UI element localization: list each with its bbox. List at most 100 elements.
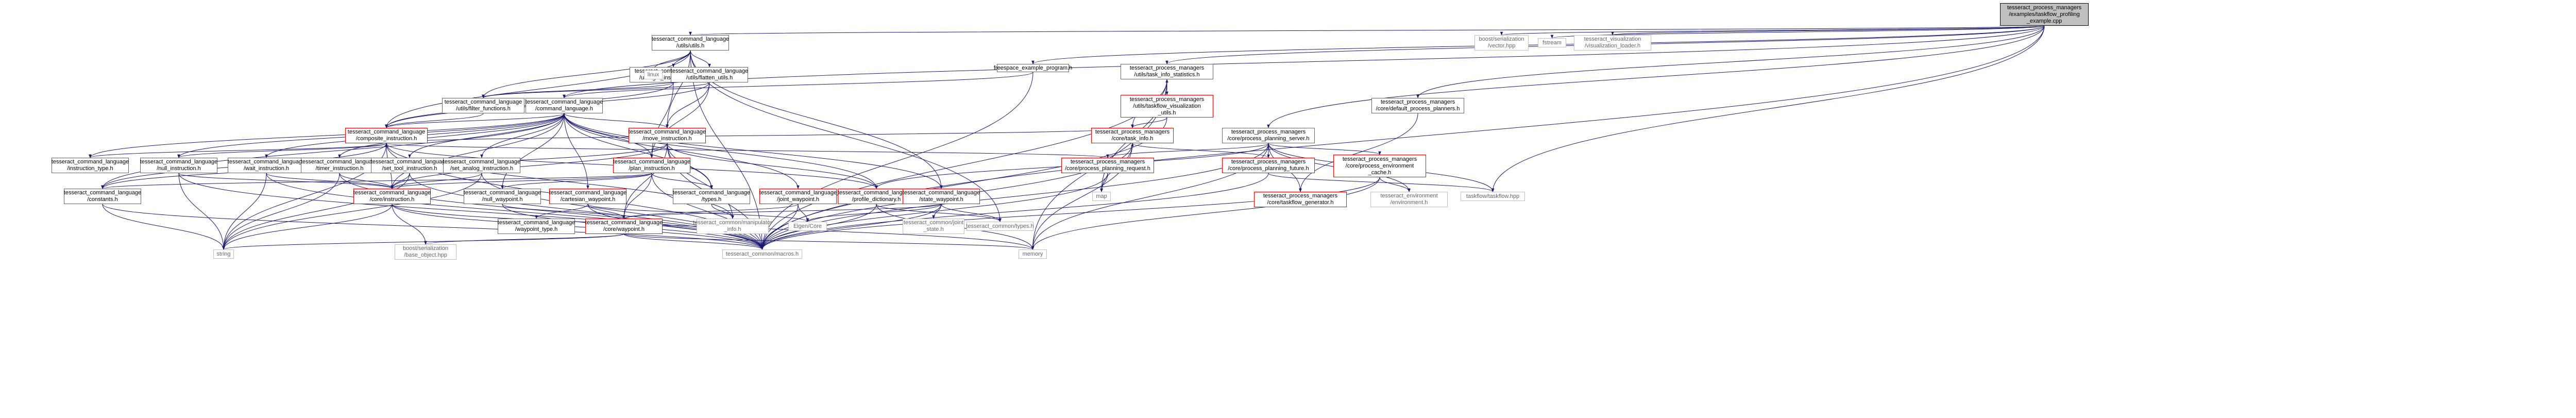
edge-process-planning-server-to-process-planning-request bbox=[1106, 143, 1269, 158]
node-cstring[interactable]: string bbox=[213, 249, 234, 259]
edge-timer-instruction-to-cstring bbox=[222, 173, 340, 250]
edge-process-planning-request-to-macros bbox=[760, 173, 1108, 250]
node-composite-instruction[interactable]: tesseract_command_language /composite_in… bbox=[345, 128, 428, 143]
node-instruction-type[interactable]: tesseract_command_language /instruction_… bbox=[52, 158, 129, 173]
node-joint-state[interactable]: tesseract_common/joint _state.h bbox=[903, 219, 964, 234]
edge-process-planning-future-to-taskflow-hpp bbox=[1268, 173, 1495, 192]
edge-command-language-to-set-analog-instruction bbox=[480, 113, 565, 158]
edge-utils-utils-to-get-instruction-utils bbox=[672, 50, 691, 68]
node-null-instruction[interactable]: tesseract_command_language /null_instruc… bbox=[140, 158, 217, 173]
edge-command-language-to-constants bbox=[101, 113, 565, 189]
edge-timer-instruction-to-macros bbox=[339, 173, 764, 250]
edge-constants-to-macros bbox=[102, 204, 764, 250]
edge-profile-dictionary-to-common-types bbox=[876, 204, 1002, 222]
node-joint-waypoint[interactable]: tesseract_command_language /joint_waypoi… bbox=[759, 189, 837, 204]
node-process-planning-future[interactable]: tesseract_process_managers /core/process… bbox=[1222, 158, 1315, 173]
node-map[interactable]: map bbox=[1092, 192, 1111, 201]
node-base-object[interactable]: boost/serialization /base_object.hpp bbox=[395, 244, 456, 260]
edge-filter-functions-to-composite-instruction bbox=[385, 113, 484, 128]
edge-composite-instruction-to-null-instruction bbox=[177, 143, 387, 158]
edge-core-waypoint-to-base-object bbox=[424, 233, 624, 245]
edge-task-info-to-composite-instruction bbox=[385, 127, 1133, 144]
node-move-instruction[interactable]: tesseract_command_language /move_instruc… bbox=[629, 128, 706, 143]
edge-core-waypoint-to-memory bbox=[623, 233, 1034, 250]
node-flatten-utils[interactable]: tesseract_command_language /utils/flatte… bbox=[671, 67, 748, 82]
edge-core-instruction-to-cstring bbox=[222, 204, 393, 250]
edge-null-instruction-to-macros bbox=[178, 173, 764, 250]
node-root[interactable]: tesseract_process_managers /examples/tas… bbox=[2000, 3, 2089, 26]
edge-default-planners-to-taskflow-generator bbox=[1299, 113, 1418, 192]
node-common-types[interactable]: tesseract_common/types.h bbox=[966, 222, 1034, 231]
node-wait-instruction[interactable]: tesseract_command_language /wait_instruc… bbox=[228, 158, 305, 173]
node-state-waypoint[interactable]: tesseract_command_language /state_waypoi… bbox=[903, 189, 980, 204]
edge-cartesian-waypoint-to-waypoint-type bbox=[535, 204, 588, 219]
node-freespace-example[interactable]: freespace_example_program.h bbox=[994, 64, 1072, 72]
node-task-info[interactable]: tesseract_process_managers /core/task_in… bbox=[1091, 128, 1174, 143]
node-task-info-stats[interactable]: tesseract_process_managers /utils/task_i… bbox=[1121, 64, 1213, 79]
edge-get-instruction-utils-to-plan-instruction bbox=[650, 82, 674, 158]
edge-state-waypoint-to-macros bbox=[760, 204, 942, 250]
edge-joint-waypoint-to-core-waypoint bbox=[622, 204, 799, 219]
edge-types-cl-to-manipulator-info bbox=[711, 204, 734, 219]
edge-core-instruction-to-macros bbox=[392, 204, 764, 250]
node-macros[interactable]: tesseract_common/macros.h bbox=[722, 249, 802, 259]
node-filter-functions[interactable]: tesseract_command_language /utils/filter… bbox=[442, 98, 524, 113]
edge-composite-instruction-to-manipulator-info bbox=[386, 143, 734, 219]
node-constants[interactable]: tesseract_command_language /constants.h bbox=[64, 189, 141, 204]
node-timer-instruction[interactable]: tesseract_command_language /timer_instru… bbox=[301, 158, 378, 173]
node-core-waypoint[interactable]: tesseract_command_language /core/waypoin… bbox=[585, 219, 663, 234]
edge-set-tool-instruction-to-cstring bbox=[222, 173, 410, 250]
node-memory[interactable]: memory bbox=[1019, 249, 1047, 259]
node-plan-instruction[interactable]: tesseract_command_language /plan_instruc… bbox=[613, 158, 690, 173]
node-linux[interactable]: linux bbox=[644, 70, 663, 79]
edge-freespace-example-to-command-language bbox=[563, 72, 1033, 98]
node-set-analog-instruction[interactable]: tesseract_command_language /set_analog_i… bbox=[443, 158, 520, 173]
edge-command-language-to-core-instruction bbox=[391, 113, 565, 189]
node-manipulator-info[interactable]: tesseract_common/manipulator _info.h bbox=[693, 219, 772, 234]
node-eigen-core[interactable]: Eigen/Core bbox=[788, 222, 827, 231]
edge-process-planning-request-to-composite-instruction bbox=[385, 143, 1108, 158]
edge-set-tool-instruction-to-macros bbox=[409, 173, 764, 250]
node-utils-utils[interactable]: tesseract_command_language /utils/utils.… bbox=[652, 35, 729, 51]
edge-process-planning-future-to-task-info bbox=[1131, 143, 1269, 158]
node-types-cl[interactable]: tesseract_command_language /types.h bbox=[673, 189, 750, 204]
node-default-planners[interactable]: tesseract_process_managers /core/default… bbox=[1371, 98, 1464, 113]
edge-plan-instruction-to-constants bbox=[101, 173, 652, 189]
edge-command-language-to-profile-dictionary bbox=[564, 113, 878, 189]
node-process-environment-cache[interactable]: tesseract_process_managers /core/process… bbox=[1333, 155, 1426, 177]
edge-command-language-to-cartesian-waypoint bbox=[564, 113, 589, 189]
edge-flatten-utils-to-move-instruction bbox=[666, 82, 710, 128]
edge-state-waypoint-to-common-types bbox=[941, 204, 1002, 222]
node-core-instruction[interactable]: tesseract_command_language /core/instruc… bbox=[353, 189, 431, 204]
edge-taskflow-visualization-to-task-info bbox=[1131, 117, 1167, 128]
node-taskflow-hpp[interactable]: taskflow/taskflow.hpp bbox=[1461, 192, 1525, 201]
edge-process-environment-cache-to-memory bbox=[1031, 177, 1380, 250]
node-taskflow-visualization[interactable]: tesseract_process_managers /utils/taskfl… bbox=[1121, 95, 1213, 118]
edge-wait-instruction-to-core-instruction bbox=[266, 173, 394, 189]
node-taskflow-generator[interactable]: tesseract_process_managers /core/taskflo… bbox=[1254, 192, 1347, 207]
node-process-planning-server[interactable]: tesseract_process_managers /core/process… bbox=[1222, 128, 1315, 143]
node-vector-hpp[interactable]: boost/serialization /vector.hpp bbox=[1475, 35, 1529, 51]
node-cartesian-waypoint[interactable]: tesseract_command_language /cartesian_wa… bbox=[549, 189, 626, 204]
edge-set-analog-instruction-to-macros bbox=[481, 173, 764, 250]
edge-utils-utils-to-common-types bbox=[690, 50, 1002, 222]
node-fstream[interactable]: fstream bbox=[1538, 38, 1566, 47]
node-profile-dictionary[interactable]: tesseract_command_language /profile_dict… bbox=[838, 189, 915, 204]
edge-command-language-to-state-waypoint bbox=[564, 113, 943, 189]
node-command-language[interactable]: tesseract_command_language /command_lang… bbox=[526, 98, 603, 113]
edge-core-waypoint-to-macros bbox=[623, 233, 764, 250]
edge-set-analog-instruction-to-cstring bbox=[222, 173, 482, 250]
edge-process-environment-cache-to-environment-h bbox=[1379, 177, 1411, 192]
edge-command-language-to-null-waypoint bbox=[501, 113, 565, 189]
edge-utils-utils-to-move-instruction bbox=[666, 50, 691, 128]
edge-utils-utils-to-composite-instruction bbox=[385, 50, 691, 128]
node-process-planning-request[interactable]: tesseract_process_managers /core/process… bbox=[1061, 158, 1154, 173]
node-set-tool-instruction[interactable]: tesseract_command_language /set_tool_ins… bbox=[371, 158, 448, 173]
node-null-waypoint[interactable]: tesseract_command_language /null_waypoin… bbox=[464, 189, 541, 204]
edge-core-instruction-to-base-object bbox=[392, 204, 427, 245]
node-environment-h[interactable]: tesseract_environment /environment.h bbox=[1370, 192, 1448, 207]
node-visualization-loader[interactable]: tesseract_visualization /visualization_l… bbox=[1574, 35, 1651, 51]
edge-root-to-command-language bbox=[563, 25, 2045, 98]
node-waypoint-type[interactable]: tesseract_command_language /waypoint_typ… bbox=[498, 219, 575, 234]
